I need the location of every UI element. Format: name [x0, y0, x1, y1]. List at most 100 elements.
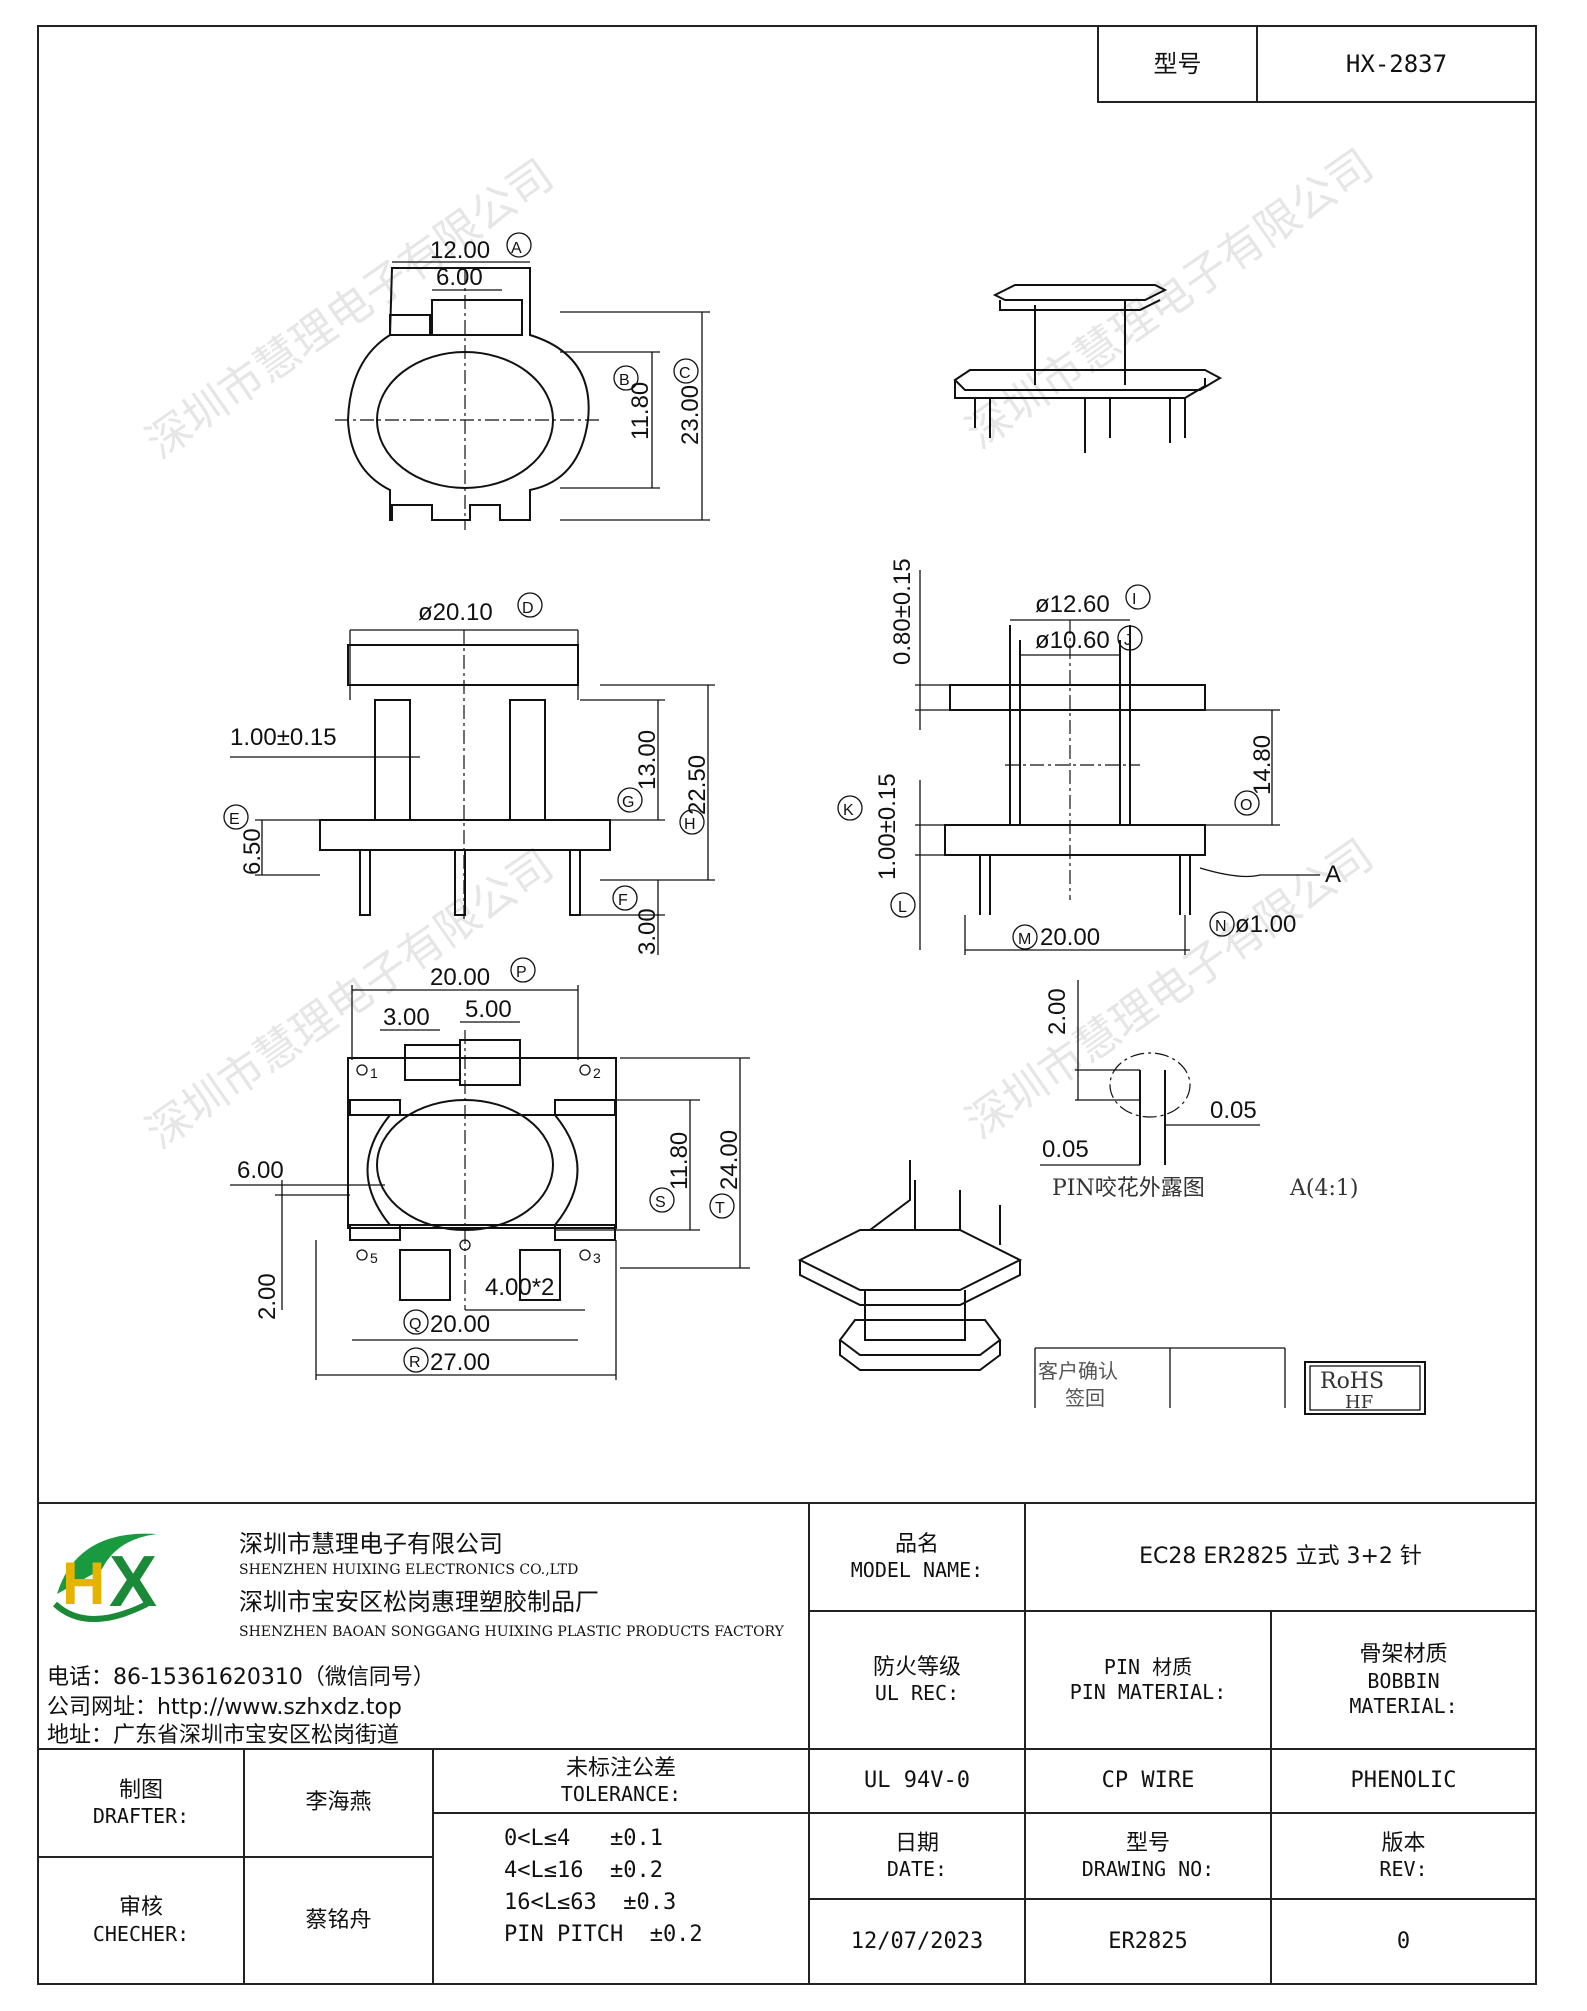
ul-en: UL REC: [874, 1681, 960, 1706]
dim-top-h-inner: 11.80 [627, 382, 654, 440]
tolerance-row-2: 4<L≤16 ±0.2 [504, 1858, 663, 1883]
model-value: HX-2837 [1345, 50, 1448, 78]
rev-cn: 版本 [1381, 1830, 1426, 1856]
company-web[interactable]: 公司网址：http://www.szhxdz.top [47, 1695, 402, 1720]
dim-top-width-inner: 6.00 [436, 264, 483, 291]
tag-j: J [1124, 632, 1132, 649]
detail-caption: PIN咬花外露图 [1052, 1176, 1205, 1201]
drafter-cn: 制图 [118, 1777, 163, 1803]
rev-en: REV: [1379, 1857, 1428, 1882]
dim-side-w2000: 20.00 [1040, 924, 1100, 951]
rev-value: 0 [1396, 1928, 1411, 1954]
tag-e: E [229, 811, 240, 828]
dim-side-t100: 1.00±0.15 [874, 773, 901, 880]
tag-f: F [618, 892, 628, 909]
pin-label-5: 5 [370, 1250, 378, 1266]
dim-bottom-w2000: 20.00 [430, 964, 490, 991]
date-value-cell: 12/07/2023 [808, 1898, 1026, 1985]
detail-view: 2.00 0.05 0.05 PIN咬花外露图 A(4:1) [1040, 980, 1358, 1201]
dim-bottom-h1180: 11.80 [666, 1132, 693, 1190]
company-name-en: SHENZHEN HUIXING ELECTRONICS CO.,LTD [239, 1562, 579, 1578]
model-label: 型号 [1153, 50, 1202, 78]
date-cn: 日期 [894, 1830, 939, 1856]
dim-bottom-h2400: 24.00 [716, 1130, 743, 1190]
tag-b: B [619, 372, 630, 389]
drafter-value-cell: 李海燕 [243, 1748, 434, 1858]
tolerance-row-3: 16<L≤63 ±0.3 [504, 1890, 677, 1915]
company-address: 地址：广东省深圳市宝安区松岗街道 [47, 1723, 400, 1748]
tag-t: T [715, 1200, 725, 1217]
dim-front-h650: 6.50 [239, 828, 266, 875]
tag-c: C [679, 365, 691, 382]
bobbin-material-en1: BOBBIN [1367, 1668, 1440, 1693]
dim-top-width-outer: 12.00 [430, 237, 490, 264]
tolerance-title-cn: 未标注公差 [565, 1755, 676, 1781]
pin-material-cn: PIN 材质 [1103, 1655, 1193, 1679]
detail-ref-a: A [1325, 861, 1341, 888]
dim-top-h-outer: 23.00 [677, 385, 704, 445]
approval-line1: 客户确认 [1038, 1359, 1118, 1383]
dim-front-dia: ø20.10 [418, 599, 493, 626]
bottom-view: 1 2 5 3 20.00 P 3.00 5.00 6.00 2.00 11.8… [230, 957, 750, 1380]
company-phone: 电话：86-15361620310（微信同号） [47, 1665, 435, 1690]
rev-value-cell: 0 [1270, 1898, 1537, 1985]
dim-side-t080: 0.80±0.15 [889, 558, 916, 665]
dim-bottom-w500: 5.00 [465, 996, 512, 1023]
pin-material-value: CP WIRE [1101, 1768, 1195, 1794]
tag-o: O [1240, 797, 1252, 814]
tag-g: G [622, 794, 634, 811]
model-name-label-cell: 品名 MODEL NAME: [808, 1502, 1026, 1612]
dim-side-d1260: ø12.60 [1035, 591, 1110, 618]
date-label-cell: 日期 DATE: [808, 1812, 1026, 1900]
technical-drawing: 深圳市慧理电子有限公司 深圳市慧理电子有限公司 深圳市慧理电子有限公司 深圳市慧… [137, 140, 1426, 1415]
tolerance-row-4: PIN PITCH ±0.2 [504, 1922, 703, 1947]
dim-front-h2250: 22.50 [684, 755, 711, 815]
model-name-value: EC28 ER2825 立式 3+2 针 [1139, 1544, 1422, 1570]
date-value: 12/07/2023 [850, 1928, 984, 1954]
iso-view-top [953, 284, 1223, 453]
dim-front-thk: 1.00±0.15 [230, 724, 337, 751]
tag-a: A [511, 240, 522, 257]
dim-side-d1060: ø10.60 [1035, 627, 1110, 654]
bobbin-material-value-cell: PHENOLIC [1270, 1748, 1537, 1814]
model-name-value-cell: EC28 ER2825 立式 3+2 针 [1024, 1502, 1537, 1612]
pin-label-1: 1 [370, 1065, 378, 1081]
rev-label-cell: 版本 REV: [1270, 1812, 1537, 1900]
bobbin-material-value: PHENOLIC [1350, 1768, 1457, 1794]
pin-label-2: 2 [593, 1065, 601, 1081]
watermark-4: 深圳市慧理电子有限公司 [957, 830, 1383, 1149]
approval-line2: 签回 [1065, 1386, 1105, 1410]
tag-l: L [898, 899, 907, 916]
model-value-cell: HX-2837 [1256, 25, 1537, 103]
iso-view-bottom [797, 1160, 1023, 1371]
dim-bottom-w300: 3.00 [383, 1004, 430, 1031]
company-logo-icon: H X [52, 1533, 157, 1622]
tag-q: Q [409, 1316, 421, 1333]
tolerance-row-1: 0<L≤4 ±0.1 [504, 1826, 663, 1851]
bobbin-material-cn: 骨架材质 [1359, 1642, 1448, 1668]
dim-front-h300: 3.00 [634, 908, 661, 955]
watermark-1: 深圳市慧理电子有限公司 [137, 150, 563, 469]
detail-scale: A(4:1) [1289, 1176, 1358, 1201]
tag-p: P [516, 964, 527, 981]
tolerance-label-cell: 未标注公差 TOLERANCE: [432, 1748, 810, 1814]
side-view: ø12.60 I ø10.60 J 0.80±0.15 14.80 O 1.00… [837, 558, 1341, 955]
company-name-cn: 深圳市慧理电子有限公司 [239, 1530, 503, 1558]
checker-value-cell: 蔡铭舟 [243, 1856, 434, 1985]
bobbin-material-label-cell: 骨架材质 BOBBIN MATERIAL: [1270, 1610, 1537, 1750]
dim-bottom-w600: 6.00 [237, 1157, 284, 1184]
dim-bottom-h200: 2.00 [254, 1273, 281, 1320]
tag-r: R [409, 1354, 421, 1371]
bobbin-material-en2: MATERIAL: [1349, 1693, 1458, 1718]
tag-s: S [655, 1194, 666, 1211]
front-view: ø20.10 D 1.00±0.15 13.00 22.50 G H 6.50 … [223, 592, 715, 955]
dim-front-h13: 13.00 [634, 730, 661, 790]
dim-bottom-pitch: 4.00*2 [485, 1274, 554, 1301]
model-name-en: MODEL NAME: [850, 1558, 984, 1583]
pin-label-3: 3 [593, 1250, 601, 1266]
drawing-no-value-cell: ER2825 [1024, 1898, 1272, 1985]
tag-n: N [1215, 918, 1227, 935]
tag-k: K [843, 802, 854, 819]
model-name-cn: 品名 [894, 1531, 939, 1557]
factory-name-en: SHENZHEN BAOAN SONGGANG HUIXING PLASTIC … [239, 1624, 784, 1640]
